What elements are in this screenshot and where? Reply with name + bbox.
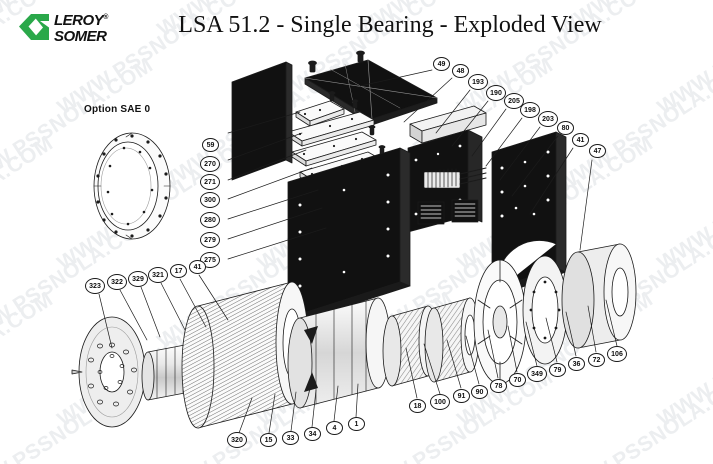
leader-line-190 (451, 100, 489, 147)
option-sae-label: Option SAE 0 (84, 104, 151, 115)
callout-balloon-47: 47 (589, 144, 606, 158)
leader-line-100 (423, 343, 441, 395)
callout-balloon-4: 4 (326, 421, 343, 435)
callout-balloon-90: 90 (471, 385, 488, 399)
callout-balloon-321: 321 (148, 267, 168, 283)
leader-line-59 (227, 111, 301, 134)
logo-mark-icon (19, 14, 49, 40)
callout-balloon-36: 36 (568, 357, 585, 371)
leader-line-280 (227, 189, 319, 220)
cooling-fan-cover-part (561, 243, 637, 349)
leader-line-17 (179, 278, 207, 328)
callout-balloon-270: 270 (200, 156, 220, 172)
leader-line-41 (198, 274, 229, 321)
callout-balloon-300: 300 (200, 192, 220, 208)
callout-balloon-100: 100 (430, 394, 450, 410)
callout-balloon-271: 271 (200, 174, 220, 190)
callout-balloon-41: 41 (189, 260, 206, 274)
leader-line-321 (160, 282, 186, 331)
leader-line-323 (98, 293, 113, 349)
callout-balloon-33: 33 (282, 431, 299, 445)
callout-balloon-48: 48 (452, 64, 469, 78)
leader-line-275 (227, 227, 327, 260)
coupling-disc-part (71, 316, 146, 428)
logo-line-2: SOMER (54, 28, 107, 45)
callout-balloon-15: 15 (260, 433, 277, 447)
callout-balloon-34: 34 (304, 427, 321, 441)
callout-balloon-72: 72 (588, 353, 605, 367)
leader-line-48 (403, 77, 453, 123)
callout-balloon-280: 280 (200, 212, 220, 228)
callout-balloon-1: 1 (348, 417, 365, 431)
callout-balloon-78: 78 (490, 379, 507, 393)
callout-balloon-70: 70 (509, 373, 526, 387)
leader-line-4 (333, 385, 339, 422)
leader-line-300 (227, 167, 313, 200)
leader-line-320 (238, 397, 253, 434)
callout-balloon-79: 79 (549, 363, 566, 377)
leader-line-80 (511, 135, 559, 197)
callout-balloon-320: 320 (227, 432, 247, 448)
page-header: LEROY® SOMER LSA 51.2 - Single Bearing -… (0, 0, 713, 52)
callout-balloon-198: 198 (520, 102, 540, 118)
left-housing-panel-part (231, 61, 293, 181)
bearing-flange-part (522, 255, 568, 365)
leader-line-72 (587, 305, 597, 353)
leader-line-18 (405, 347, 418, 399)
callout-balloon-41: 41 (572, 133, 589, 147)
leader-line-15 (268, 393, 276, 434)
leader-line-322 (119, 289, 148, 341)
exciter-bearing-cluster-part (382, 297, 480, 387)
leader-line-349 (525, 321, 538, 367)
callout-balloon-17: 17 (170, 264, 187, 278)
leader-line-41 (529, 147, 574, 215)
leader-line-34 (311, 389, 317, 428)
leader-line-70 (507, 325, 518, 373)
page-title: LSA 51.2 - Single Bearing - Exploded Vie… (178, 12, 602, 38)
leader-line-198 (485, 117, 523, 167)
leader-line-329 (140, 286, 161, 338)
callout-balloon-349: 349 (527, 366, 547, 382)
callout-balloon-279: 279 (200, 232, 220, 248)
callout-balloon-322: 322 (107, 274, 127, 290)
leader-line-106 (605, 299, 618, 347)
callout-balloon-203: 203 (538, 111, 558, 127)
logo-wordmark: LEROY® SOMER (54, 10, 138, 45)
leader-line-90 (465, 335, 480, 385)
callout-balloon-91: 91 (453, 389, 470, 403)
end-shield-bracket-part (473, 259, 527, 385)
callout-balloon-329: 329 (128, 271, 148, 287)
leader-line-49 (359, 69, 433, 87)
leader-line-203 (499, 126, 541, 181)
callout-balloon-59: 59 (202, 138, 219, 152)
callout-balloon-106: 106 (607, 346, 627, 362)
callout-balloon-80: 80 (557, 121, 574, 135)
leroy-somer-logo: LEROY® SOMER (18, 10, 138, 45)
callout-balloon-190: 190 (486, 85, 506, 101)
leader-line-271 (227, 149, 307, 181)
leader-line-270 (227, 132, 303, 161)
leader-line-79 (545, 317, 558, 363)
leader-line-205 (471, 108, 507, 157)
leader-line-193 (435, 89, 471, 134)
callout-balloon-18: 18 (409, 399, 426, 413)
leader-line-78 (487, 329, 499, 379)
logo-line-1: LEROY® (54, 12, 108, 29)
sae0-flange-part (93, 132, 171, 240)
leader-line-91 (446, 339, 462, 389)
callout-balloon-205: 205 (504, 93, 524, 109)
leader-line-36 (565, 311, 577, 357)
callout-balloon-193: 193 (468, 74, 488, 90)
leader-line-33 (290, 391, 297, 432)
leader-line-47 (579, 159, 593, 251)
callout-balloon-323: 323 (85, 278, 105, 294)
leader-line-1 (355, 383, 359, 418)
terminal-blocks-part (417, 199, 479, 225)
leader-line-279 (227, 207, 323, 240)
callout-balloon-49: 49 (433, 57, 450, 71)
